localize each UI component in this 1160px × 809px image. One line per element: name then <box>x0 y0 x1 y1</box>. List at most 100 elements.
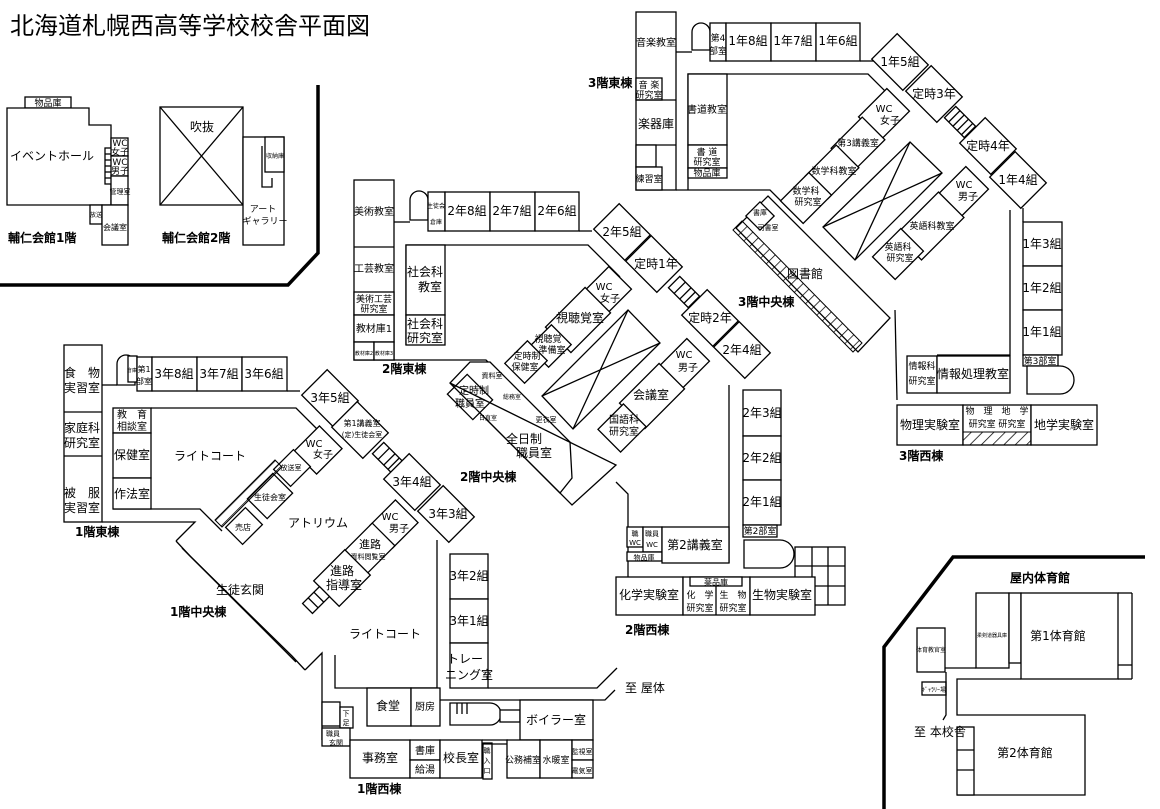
room-label: 音楽教室 <box>636 36 676 49</box>
room-label: 国語科 <box>609 413 639 426</box>
room-label: 食 物 <box>64 365 100 380</box>
wall-line <box>151 407 319 431</box>
floor-label: 1階西棟 <box>357 781 402 796</box>
room-label: 更衣室 <box>536 415 557 424</box>
room-label: 物品庫 <box>34 97 61 109</box>
wall-line <box>952 114 965 127</box>
room-label: 保健室 <box>511 361 538 373</box>
room-label: 第2体育館 <box>997 745 1053 760</box>
wall-line <box>615 481 629 577</box>
room-label: 音 楽 <box>639 79 660 91</box>
room-outline <box>1008 592 1022 664</box>
room-label: 練習室 <box>635 173 662 185</box>
room-label: 3年4組 <box>392 475 431 489</box>
room-outline <box>382 452 442 512</box>
room-label: 売店 <box>235 522 251 532</box>
room-label: 部室 <box>136 376 152 386</box>
room-label: 情報処理教室 <box>937 366 1009 381</box>
room-label: 被 服 <box>64 486 100 500</box>
stairs-icon <box>1026 365 1075 395</box>
room-label: 社会科 <box>407 264 443 279</box>
room-label: 1年5組 <box>880 55 919 69</box>
room-outline <box>534 191 580 232</box>
room-outline <box>916 627 946 673</box>
stairs-icon <box>943 105 977 139</box>
room-outline <box>196 356 243 392</box>
room-label: 1年6組 <box>818 34 857 48</box>
room-label: 化学実験室 <box>619 587 679 602</box>
room-outline <box>742 479 782 526</box>
room-outline <box>321 727 351 747</box>
room-label: 1年7組 <box>773 34 812 48</box>
room-outline <box>742 435 782 481</box>
room-label: 2年6組 <box>537 204 576 218</box>
room-label: 数学科 <box>792 185 819 197</box>
room-label: 定時4年 <box>966 138 1010 153</box>
room-label: 3年2組 <box>449 569 488 583</box>
room-label: ライトコート <box>349 627 421 641</box>
wall-line <box>387 457 400 470</box>
floor-1: 食 物 実習室 家庭科 研究室 被 服 実習室 1階東棟 倉庫 第1 部室 3年… <box>63 344 665 796</box>
page-title: 北海道札幌西高等学校校舎平面図 <box>10 12 370 40</box>
room-outline <box>742 524 778 538</box>
room-label: 足 <box>343 719 350 727</box>
room-outline <box>815 22 861 62</box>
room-outline <box>272 448 312 488</box>
room-outline <box>519 699 594 741</box>
room-outline <box>958 116 1018 176</box>
room-label: 研究室 <box>635 89 662 101</box>
room-outline <box>943 105 977 139</box>
room-label: 家庭科 <box>64 420 100 435</box>
room-label: ｷﾞｬﾗﾘｰ場 <box>922 686 946 694</box>
wall-line <box>181 547 297 663</box>
room-label: 厨房 <box>415 700 435 713</box>
room-label: 放送室 <box>281 463 302 472</box>
floor-label: 輔仁会館2階 <box>162 230 230 245</box>
room-outline <box>1022 265 1063 311</box>
room-outline <box>301 585 331 615</box>
room-outline <box>661 526 730 564</box>
room-outline <box>224 506 264 546</box>
room-label: 女子 <box>880 114 900 127</box>
room-label: 第4 <box>711 32 726 44</box>
floor-label: 2階中央棟 <box>460 469 517 484</box>
room-outline <box>687 73 728 146</box>
room-label: 教 育 <box>117 408 147 421</box>
room-label: 書庫 <box>415 744 435 757</box>
room-label: WC <box>876 104 893 115</box>
room-outline <box>366 687 412 727</box>
room-label: 職員 <box>645 529 659 538</box>
wall-line <box>948 110 961 123</box>
room-label: 電気室 <box>572 766 593 775</box>
floor-label: 3階中央棟 <box>738 294 795 309</box>
room-label: 男子 <box>389 523 409 535</box>
wall-line <box>159 106 244 206</box>
stairs-icon <box>261 146 273 188</box>
room-outline <box>439 739 483 779</box>
room-label: 1年8組 <box>728 34 767 48</box>
room-outline <box>405 244 446 316</box>
room-label: 第2部室 <box>744 525 777 537</box>
room-label: 職 <box>484 746 491 755</box>
room-label: 職員室 <box>516 445 552 460</box>
room-outline <box>744 200 776 232</box>
room-label: 地学実験室 <box>1034 417 1094 432</box>
room-label: 第1 <box>137 364 150 374</box>
floor-label: 1階東棟 <box>75 524 120 539</box>
room-label: 研究室 <box>794 196 821 208</box>
room-outline <box>330 400 390 460</box>
room-label: 物 理 地 学 <box>965 405 1028 417</box>
room-outline <box>416 484 476 544</box>
wall-line <box>942 672 947 721</box>
room-label: 定時3年 <box>912 86 956 101</box>
room-label: 生徒会室 <box>254 492 286 502</box>
room-label: ライトコート <box>174 449 246 463</box>
wall-line <box>822 172 943 228</box>
room-label: 校長室 <box>443 750 479 765</box>
room-label: 2年2組 <box>742 451 781 465</box>
room-outline <box>506 739 541 779</box>
room-label: 進路 <box>359 538 381 551</box>
direction-label: 至 屋体 <box>625 681 665 695</box>
room-outline <box>712 320 772 380</box>
room-outline <box>449 382 618 506</box>
